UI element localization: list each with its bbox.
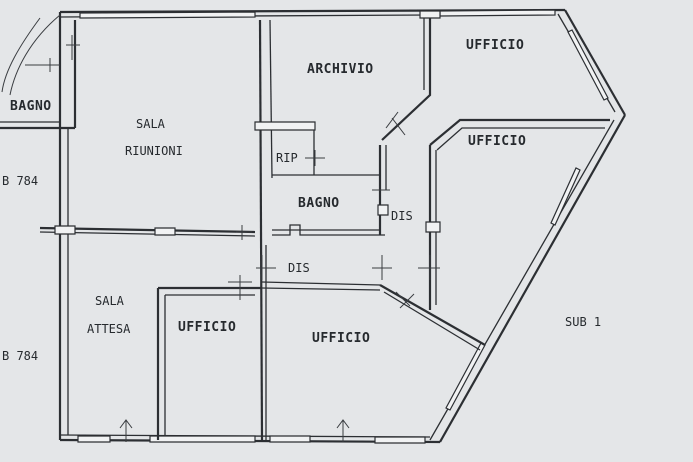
- label-ufficio-bottom-left: UFFICIO: [178, 320, 236, 335]
- label-sub-784-bottom: B 784: [2, 349, 38, 363]
- archivio-ufficio-walls: [381, 10, 610, 151]
- label-ufficio-bottom-center: UFFICIO: [312, 331, 370, 346]
- label-sub-784-top: B 784: [2, 174, 38, 188]
- room-labels: BAGNO SALA RIUNIONI ARCHIVIO UFFICIO UFF…: [2, 38, 601, 363]
- bagno-left-walls: [0, 14, 80, 130]
- label-dis-vertical: DIS: [391, 209, 413, 223]
- label-dis-horizontal: DIS: [288, 261, 310, 275]
- label-sala-riunioni-2: RIUNIONI: [125, 144, 183, 158]
- label-sub-1: SUB 1: [565, 315, 601, 329]
- label-ufficio-top: UFFICIO: [466, 38, 524, 53]
- label-bagno-left: BAGNO: [10, 99, 52, 114]
- bottom-uffici-walls: [119, 275, 350, 442]
- central-walls: [254, 19, 392, 441]
- label-bagno-center: BAGNO: [298, 196, 340, 211]
- label-ufficio-right: UFFICIO: [468, 134, 526, 149]
- label-sala-riunioni-1: SALA: [136, 117, 166, 131]
- ufficio-right-walls: [379, 145, 486, 351]
- label-sala-attesa-1: SALA: [95, 294, 125, 308]
- riunioni-attesa-walls: [39, 225, 256, 240]
- label-sala-attesa-2: ATTESA: [87, 322, 131, 336]
- label-rip: RIP: [276, 151, 298, 165]
- label-archivio: ARCHIVIO: [307, 62, 374, 77]
